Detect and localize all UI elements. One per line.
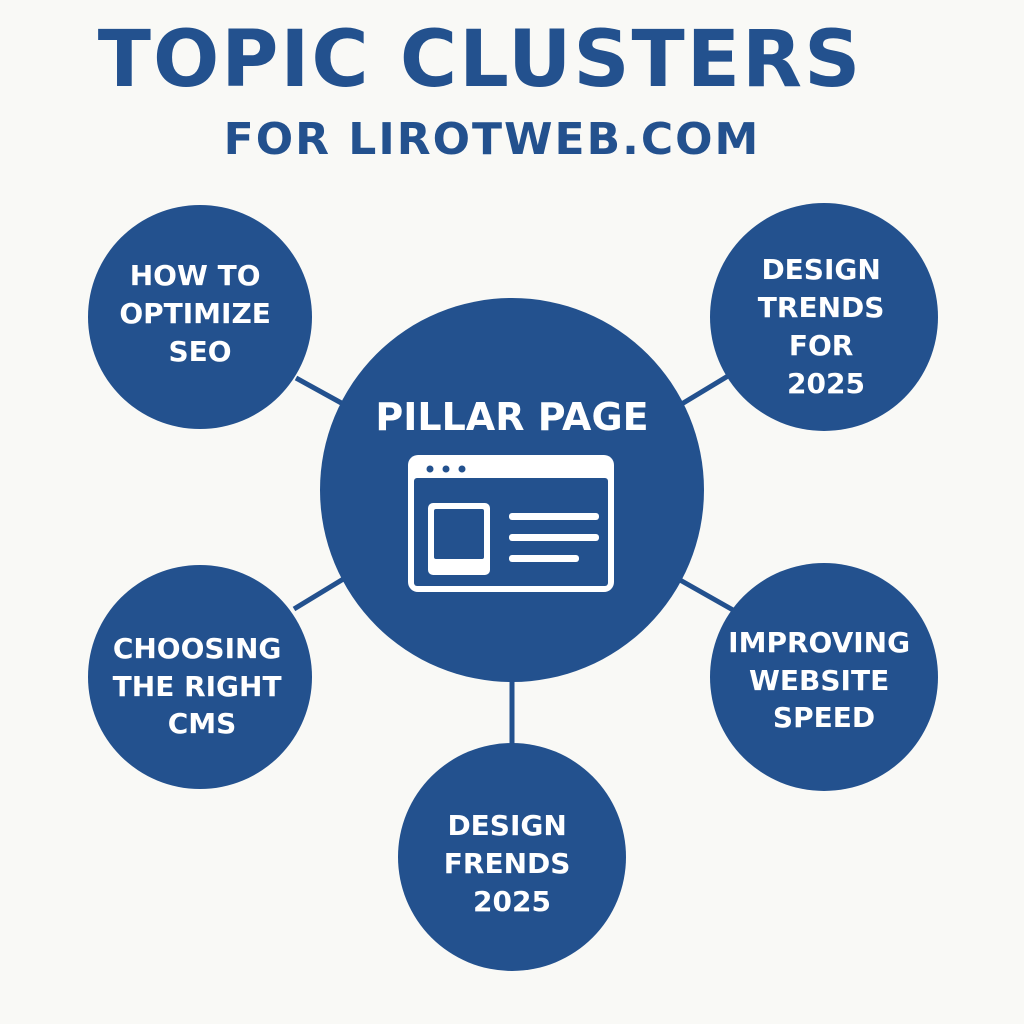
page-title: TOPIC CLUSTERS <box>97 15 863 105</box>
cluster-label-frends-2025: DESIGN FRENDS 2025 <box>444 809 580 918</box>
cluster-circle-trends-for-2025 <box>710 203 938 431</box>
cluster-circle-seo <box>88 205 312 429</box>
cluster-circle-speed <box>710 563 938 791</box>
cluster-label-seo: HOW TO OPTIMIZE SEO <box>119 259 280 368</box>
cluster-node-speed[interactable]: IMPROVING WEBSITE SPEED <box>710 563 938 791</box>
cluster-trends-line-3: FOR <box>789 329 854 362</box>
cluster-frends-line-2: FRENDS <box>444 847 571 880</box>
connectors <box>292 373 735 745</box>
cluster-seo-line-1: HOW TO <box>130 259 261 292</box>
cluster-cms-line-1: CHOOSING <box>113 632 282 665</box>
cluster-trends-line-4: 2025 <box>787 367 865 400</box>
page-subtitle: FOR LIROTWEB.COM <box>223 114 761 165</box>
connector-speed <box>678 577 735 613</box>
cluster-seo-line-3: SEO <box>168 335 231 368</box>
cluster-frends-line-3: 2025 <box>473 885 551 918</box>
cluster-cms-line-2: THE RIGHT <box>113 670 282 703</box>
cluster-seo-line-2: OPTIMIZE <box>119 297 271 330</box>
cluster-trends-line-2: TRENDS <box>758 291 885 324</box>
cluster-node-trends-for-2025[interactable]: DESIGN TRENDS FOR 2025 <box>710 203 938 431</box>
connector-cms <box>292 575 347 612</box>
cluster-circle-cms <box>88 565 312 789</box>
connector-trends-for-2025 <box>678 373 730 408</box>
cluster-node-frends-2025[interactable]: DESIGN FRENDS 2025 <box>398 743 626 971</box>
cluster-circle-frends-2025 <box>398 743 626 971</box>
cluster-label-trends-for-2025: DESIGN TRENDS FOR 2025 <box>758 253 894 400</box>
cluster-label-cms: CHOOSING THE RIGHT CMS <box>113 632 292 740</box>
cluster-label-speed: IMPROVING WEBSITE SPEED <box>728 626 920 734</box>
cluster-trends-line-1: DESIGN <box>761 253 880 286</box>
browser-window-icon <box>408 455 614 592</box>
cluster-node-seo[interactable]: HOW TO OPTIMIZE SEO <box>88 205 312 429</box>
cluster-speed-line-1: IMPROVING <box>728 626 910 659</box>
cluster-speed-line-2: WEBSITE <box>749 664 889 697</box>
cluster-node-cms[interactable]: CHOOSING THE RIGHT CMS <box>88 565 312 789</box>
cluster-speed-line-3: SPEED <box>773 701 875 734</box>
cluster-cms-line-3: CMS <box>168 707 237 740</box>
connector-seo <box>294 375 347 408</box>
cluster-frends-line-1: DESIGN <box>447 809 566 842</box>
pillar-label: PILLAR PAGE <box>375 395 648 439</box>
pillar-node[interactable]: PILLAR PAGE <box>320 298 704 682</box>
